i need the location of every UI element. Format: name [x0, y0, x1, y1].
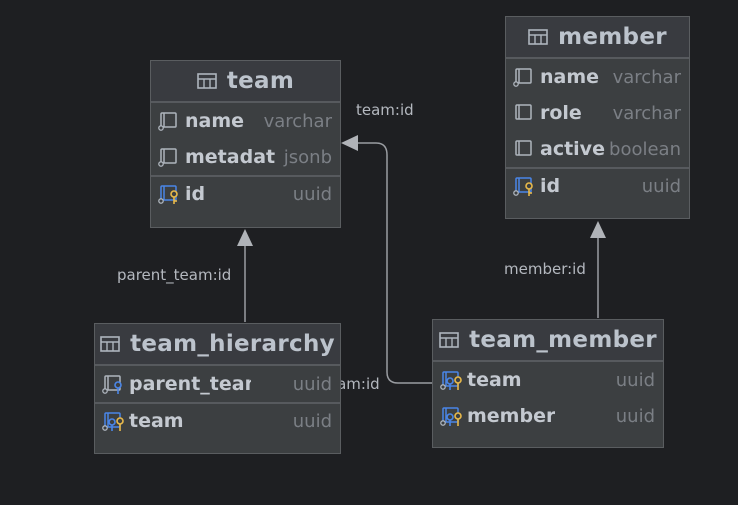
table-title: team_hierarchy [130, 331, 335, 357]
table-team-hierarchy[interactable]: team_hierarchy parent_team uuid team uui… [94, 323, 341, 454]
table-header[interactable]: team [151, 61, 340, 103]
primary-foreign-key-icon [102, 412, 124, 431]
column-row[interactable]: active boolean [506, 131, 689, 167]
arrowhead-member [590, 221, 606, 238]
column-row[interactable]: role varchar [506, 95, 689, 131]
column-name: name [185, 110, 245, 132]
foreign-key-icon [102, 375, 122, 394]
key-column-row[interactable]: team uuid [433, 362, 663, 398]
arrowhead-team [341, 135, 358, 151]
primary-key-icon [513, 177, 533, 196]
column-icon [158, 112, 177, 131]
primary-foreign-key-icon [440, 407, 462, 426]
table-title: member [558, 24, 667, 50]
edge-team [358, 142, 432, 384]
table-team-member[interactable]: team_member team uuid member uuid [432, 319, 664, 448]
table-header[interactable]: team_hierarchy [95, 324, 340, 366]
column-row[interactable]: parent_team uuid [95, 366, 340, 402]
table-header[interactable]: member [506, 17, 689, 59]
column-name: id [540, 175, 561, 197]
column-name: team [467, 369, 522, 391]
table-icon [528, 29, 548, 45]
key-column-row[interactable]: id uuid [506, 167, 689, 203]
edge-label-team-top: team:id [356, 101, 414, 119]
table-member[interactable]: member name varchar role varchar active … [505, 16, 690, 219]
edge-label-parent-team: parent_team:id [117, 266, 232, 284]
column-type: varchar [612, 102, 681, 124]
table-title: team_member [469, 327, 657, 353]
table-icon [197, 73, 217, 89]
column-type: boolean [609, 138, 681, 160]
table-team[interactable]: team name varchar metadata jsonb id uuid [150, 60, 341, 228]
column-icon [515, 140, 532, 156]
key-column-row[interactable]: team uuid [95, 402, 340, 438]
column-icon [158, 148, 177, 167]
column-name: metadata [185, 146, 275, 168]
column-name: id [185, 183, 206, 205]
table-icon [439, 332, 459, 348]
column-row[interactable]: name varchar [151, 103, 340, 139]
column-type: varchar [263, 110, 332, 132]
column-name: parent_team [129, 373, 251, 395]
column-type: uuid [641, 175, 681, 197]
column-type: uuid [292, 410, 332, 432]
column-type: uuid [292, 373, 332, 395]
table-icon [100, 336, 120, 352]
column-type: uuid [615, 405, 655, 427]
table-title: team [226, 68, 295, 94]
key-column-row[interactable]: member uuid [433, 398, 663, 434]
edge-label-member: member:id [504, 260, 586, 278]
column-name: active [540, 138, 605, 160]
arrowhead-parent-team [237, 229, 253, 246]
column-type: uuid [292, 183, 332, 205]
column-name: role [540, 102, 582, 124]
column-name: member [467, 405, 556, 427]
column-icon [515, 104, 532, 120]
primary-key-icon [158, 185, 178, 204]
table-header[interactable]: team_member [433, 320, 663, 362]
key-column-row[interactable]: id uuid [151, 175, 340, 211]
column-row[interactable]: name varchar [506, 59, 689, 95]
column-row[interactable]: metadata jsonb [151, 139, 340, 175]
column-type: varchar [612, 66, 681, 88]
column-type: jsonb [283, 146, 332, 168]
column-name: team [129, 410, 184, 432]
column-name: name [540, 66, 600, 88]
column-icon [513, 68, 532, 87]
primary-foreign-key-icon [440, 371, 462, 390]
column-type: uuid [615, 369, 655, 391]
